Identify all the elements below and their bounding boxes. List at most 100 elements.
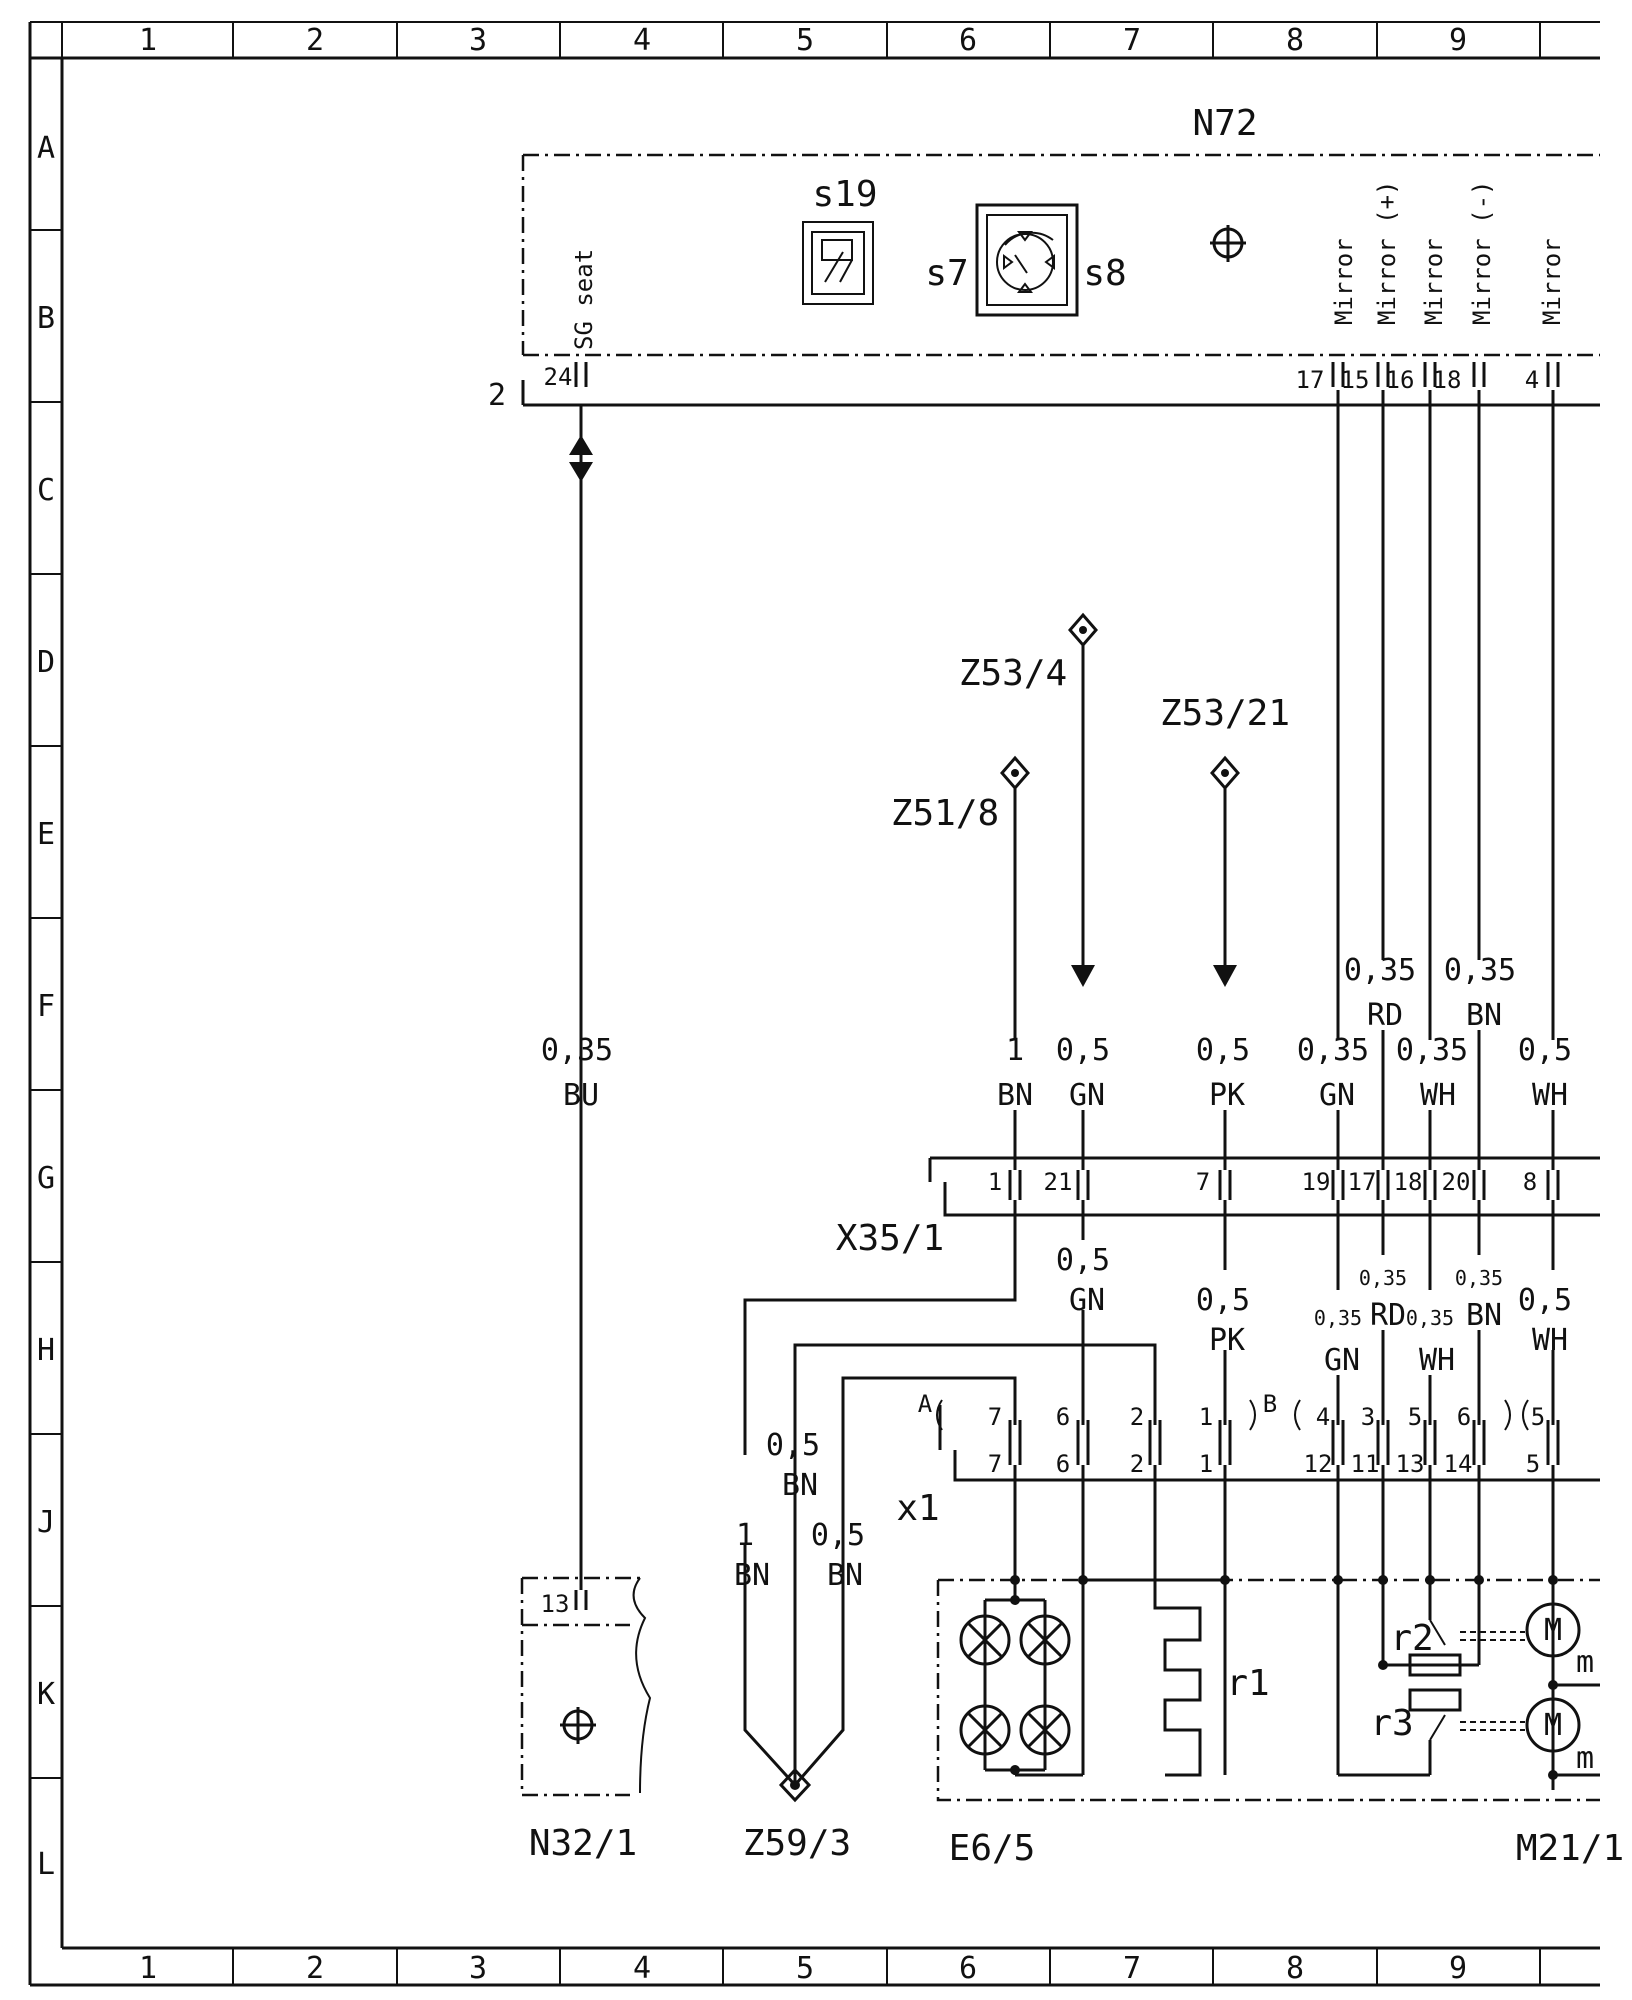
col-label-9: 9 [1449, 23, 1467, 58]
e6-5-component: r1 E6/5 [936, 1465, 1600, 1869]
bn035-lower-size: 0,35 [1455, 1266, 1503, 1290]
bn1-lower-size: 1 [736, 1518, 754, 1553]
col-label-9-bottom: 9 [1449, 1951, 1467, 1986]
m-upper-label: m [1576, 1645, 1594, 1680]
s19-label: s19 [812, 174, 877, 215]
x1-label: x1 [896, 1488, 939, 1529]
row-label-A: A [37, 131, 55, 166]
wh035-lower-size: 0,35 [1406, 1306, 1454, 1330]
gn035-lower-color: GN [1324, 1343, 1360, 1378]
wh05-size: 0,5 [1518, 1033, 1572, 1068]
n72-module: N72 2 s19 s7 s8 SG seat Mirror Mirror (+… [488, 103, 1600, 413]
pin-label-mirror-1: Mirror [1330, 238, 1358, 325]
x35-pin-8: 8 [1523, 1168, 1537, 1196]
bn035-lower-color: BN [1466, 1298, 1502, 1333]
m21-1-component: r2 r3 M M m m M21/1 [1333, 1465, 1624, 1869]
x1-bot-pin-7: 7 [988, 1450, 1002, 1478]
lamp-icon [959, 1614, 1071, 1756]
z59-3-ground: Z59/3 [743, 1767, 851, 1864]
col-label-2-bottom: 2 [306, 1951, 324, 1986]
pk05-color: PK [1209, 1078, 1245, 1113]
n32-pin-13: 13 [541, 1590, 570, 1618]
col-label-7: 7 [1123, 23, 1141, 58]
pk05-size: 0,5 [1196, 1033, 1250, 1068]
e6-5-label: E6/5 [949, 1828, 1036, 1869]
n72-pin-15: 15 [1341, 366, 1370, 394]
gn035-lower-size: 0,35 [1314, 1306, 1362, 1330]
bn05-a-size: 0,5 [766, 1428, 820, 1463]
r3-label: r3 [1370, 1703, 1413, 1744]
z53-4-label: Z53/4 [959, 653, 1067, 694]
col-label-1-bottom: 1 [139, 1951, 157, 1986]
x1-bot-pin-6: 6 [1056, 1450, 1070, 1478]
x1-bot-pin-14: 14 [1444, 1450, 1473, 1478]
x35-1-label: X35/1 [836, 1218, 944, 1259]
col-label-8-bottom: 8 [1286, 1951, 1304, 1986]
bn05-b-color: BN [827, 1558, 863, 1593]
m21-1-label: M21/1 [1516, 1828, 1624, 1869]
mid-wires [743, 1200, 1555, 1787]
m-lower-label: m [1576, 1741, 1594, 1776]
x1-side-b: B [1263, 1390, 1277, 1418]
bu-wire-color: BU [563, 1078, 599, 1113]
motor-lower-label: M [1544, 1708, 1562, 1743]
gn05-lower-size: 0,5 [1056, 1243, 1110, 1278]
motor-upper-label: M [1544, 1613, 1562, 1648]
x1-bot-pin-11: 11 [1351, 1450, 1380, 1478]
z53-21-label: Z53/21 [1160, 693, 1290, 734]
x1-top-pin-3: 3 [1361, 1403, 1375, 1431]
row-label-E: E [37, 817, 55, 852]
mirror-switch-icon [975, 203, 1079, 317]
n32-1-label: N32/1 [529, 1823, 637, 1864]
rd035-size: 0,35 [1344, 953, 1416, 988]
x35-pin-7: 7 [1196, 1168, 1210, 1196]
x1-bot-pin-1: 1 [1199, 1450, 1213, 1478]
s8-label: s8 [1083, 253, 1126, 294]
n72-label: N72 [1192, 103, 1257, 144]
bn1-lower-color: BN [734, 1558, 770, 1593]
gn05-lower-color: GN [1069, 1283, 1105, 1318]
gn035-size: 0,35 [1297, 1033, 1369, 1068]
rd035-lower-color: RD [1370, 1298, 1406, 1333]
x1-top-pin-7: 7 [988, 1403, 1002, 1431]
bn05-a-color: BN [782, 1468, 818, 1503]
n72-pin-16: 16 [1386, 366, 1415, 394]
z51-8-ref: Z51/8 [891, 755, 1030, 834]
r3-potentiometer-icon [1408, 1688, 1462, 1712]
bn1-size: 1 [1006, 1033, 1024, 1068]
z53-4-ref: Z53/4 [959, 612, 1098, 987]
pin-label-mirror-minus: Mirror (-) [1468, 181, 1496, 326]
n72-pin-4: 4 [1525, 366, 1539, 394]
r2-label: r2 [1390, 1618, 1433, 1659]
row-label-C: C [37, 473, 55, 508]
col-label-1: 1 [139, 23, 157, 58]
frame: 1 2 3 4 5 6 7 8 9 1 2 3 4 5 6 7 8 9 A B … [28, 21, 1600, 1987]
row-label-F: F [37, 989, 55, 1024]
row-label-L: L [37, 1847, 55, 1882]
upper-wire-labels: 1 BN 0,5 GN 0,5 PK 0,35 GN 0,35 RD 0,35 … [997, 953, 1572, 1113]
x35-pin-20: 20 [1442, 1168, 1471, 1196]
x1-bot-pin-12: 12 [1304, 1450, 1333, 1478]
bu-wire-size: 0,35 [541, 1033, 613, 1068]
z53-21-ref: Z53/21 [1160, 693, 1290, 987]
row-label-D: D [37, 645, 55, 680]
rd035-color: RD [1367, 998, 1403, 1033]
x35-pin-1: 1 [988, 1168, 1002, 1196]
x1-top-pin-4: 4 [1316, 1403, 1330, 1431]
n72-pin-terminals [574, 362, 1560, 387]
col-label-8: 8 [1286, 23, 1304, 58]
x35-pin-17: 17 [1348, 1168, 1377, 1196]
n32-1-component: 13 N32/1 [520, 1576, 652, 1864]
x1-top-pin-6b: 6 [1457, 1403, 1471, 1431]
wh05-lower-size: 0,5 [1518, 1283, 1572, 1318]
x35-pin-18: 18 [1394, 1168, 1423, 1196]
gn05-color: GN [1069, 1078, 1105, 1113]
col-label-3: 3 [469, 23, 487, 58]
control-unit-symbol-icon [1210, 225, 1246, 262]
wh05-color: WH [1532, 1078, 1568, 1113]
col-label-6: 6 [959, 23, 977, 58]
pin-label-sg-seat: SG seat [570, 249, 598, 350]
heater-element-icon [1153, 1580, 1227, 1777]
z59-3-label: Z59/3 [743, 1823, 851, 1864]
x1-top-pin-1: 1 [1199, 1403, 1213, 1431]
